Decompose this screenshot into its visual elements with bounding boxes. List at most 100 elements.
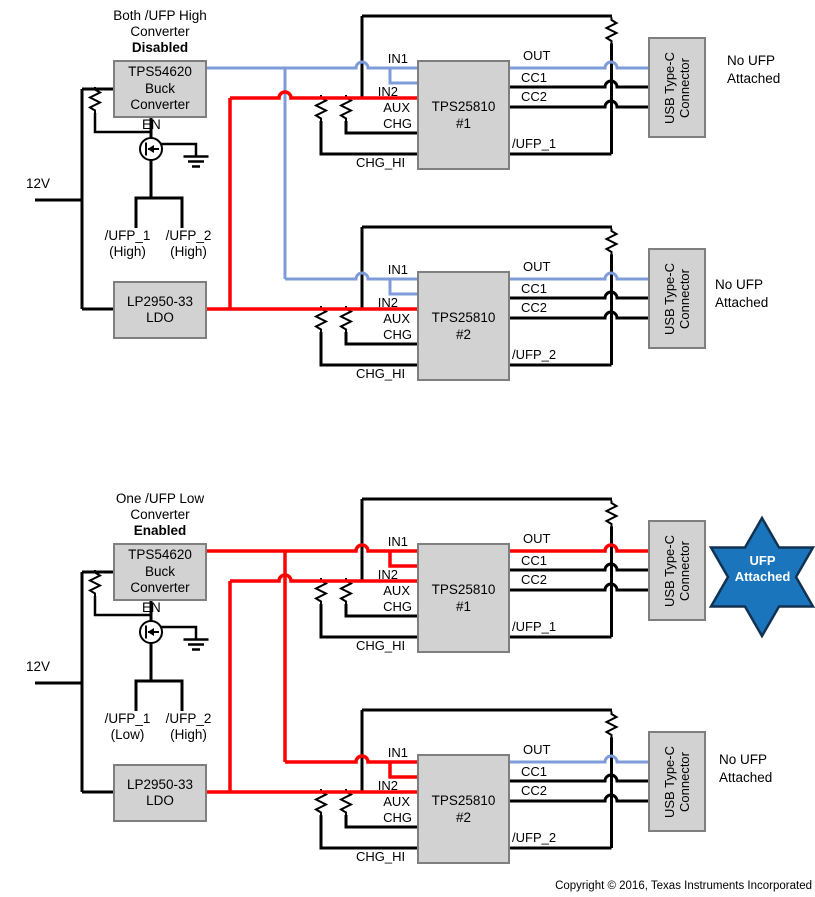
chip-label: #2 (455, 810, 472, 825)
supply-label-d1: 12V (26, 176, 51, 191)
pin-in2-d1u1: IN2 (377, 84, 398, 99)
chip-label: #1 (455, 599, 472, 614)
pin-ufp-d1u1: /UFP_1 (512, 136, 557, 151)
ldo-label: LP2950-33 (126, 293, 194, 309)
ufp-attached-star-label: UFP Attached (734, 553, 791, 584)
title-line-emphasis: Disabled (131, 40, 189, 55)
converter-label: Converter (130, 580, 190, 596)
supply-label-d2: 12V (26, 659, 51, 674)
usb-connector-label: USB Type-C Connector (662, 262, 693, 335)
usb-connector-label: USB Type-C Connector (662, 745, 693, 818)
pin-cc2-d1u2: CC2 (521, 300, 548, 315)
ufp2-state-label-d2: (High) (170, 727, 207, 742)
usb-connector-block-d2u2: USB Type-C Connector (648, 731, 706, 832)
pin-chg-d2u1: CHG (383, 599, 412, 614)
pin-chg-d1u2: CHG (383, 327, 412, 342)
diagram1-title: Both /UFP High Converter Disabled (90, 8, 230, 56)
status-text-d2u2: No UFP Attached (719, 752, 773, 785)
en-pin-label-d1: EN (142, 117, 161, 132)
pin-cc1-d1u1: CC1 (521, 70, 548, 85)
pin-chg-hi-d1u2: CHG_HI (356, 366, 406, 381)
pin-out-d1u1: OUT (523, 48, 551, 63)
pin-aux-d2u1: AUX (383, 583, 410, 598)
pin-in2-d1u2: IN2 (377, 295, 398, 310)
wire-in2-d1u1 (388, 68, 417, 85)
ldo-label: LDO (146, 793, 174, 808)
pin-cc2-d2u1: CC2 (521, 572, 548, 587)
chip-label: TPS25810 (431, 310, 496, 325)
pin-cc1-d2u1: CC1 (521, 553, 548, 568)
pin-cc1-d2u2: CC1 (521, 764, 548, 779)
pin-in2-d2u1: IN2 (377, 567, 398, 582)
d1-blue-wires (207, 60, 648, 296)
wire-in2-d2u1 (388, 551, 417, 568)
chip-label: #1 (455, 116, 472, 131)
pin-cc2-d1u1: CC2 (521, 89, 548, 104)
ufp1-state-label-d2: (Low) (110, 727, 145, 742)
title-line: One /UFP Low (115, 491, 205, 506)
wire-out-d1u2 (510, 271, 648, 281)
buck-converter-block-d1: TPS54620 Buck Converter (113, 60, 207, 118)
ufp2-signal-label-d2: /UFP_2 (165, 711, 212, 726)
usb-connector-block-d1u1: USB Type-C Connector (648, 37, 706, 138)
wire-aux-d2u1 (230, 573, 417, 583)
pin-out-d1u2: OUT (523, 259, 551, 274)
d2-red-wires (207, 543, 648, 794)
chip-label: TPS25810 (431, 793, 496, 808)
pin-chg-hi-d2u2: CHG_HI (356, 849, 406, 864)
converter-label: Converter (130, 97, 190, 113)
tps25810-block-d2u1: TPS25810 #1 (417, 543, 510, 653)
ufp2-signal-label-d1: /UFP_2 (165, 228, 212, 243)
pin-in1-d2u2: IN1 (387, 745, 408, 760)
pin-out-d2u2: OUT (523, 742, 551, 757)
ldo-block-d2: LP2950-33 LDO (113, 764, 207, 822)
pin-chg-d1u1: CHG (383, 116, 412, 131)
ufp-attached-star-icon (708, 515, 815, 639)
diagram2-title: One /UFP Low Converter Enabled (90, 491, 230, 539)
converter-label: Buck (144, 563, 175, 579)
pin-in2-d2u2: IN2 (377, 778, 398, 793)
d1-red-wires (207, 90, 417, 311)
pin-ufp-d1u2: /UFP_2 (512, 347, 557, 362)
tps25810-block-d2u2: TPS25810 #2 (417, 754, 510, 864)
ufp1-state-label-d1: (High) (109, 244, 146, 259)
title-line: Both /UFP High (113, 8, 207, 23)
pin-aux-d2u2: AUX (383, 794, 410, 809)
chip-label: TPS25810 (431, 582, 496, 597)
converter-label: TPS54620 (128, 64, 192, 80)
d2-blue-wires (510, 754, 648, 764)
converter-label: TPS54620 (128, 547, 192, 563)
converter-label: Buck (144, 80, 175, 96)
pin-cc2-d2u2: CC2 (521, 783, 548, 798)
wire-in2-d1u2 (388, 279, 417, 296)
wire-in1-d1u2 (285, 271, 417, 281)
pin-chg-hi-d2u1: CHG_HI (356, 638, 406, 653)
usb-connector-block-d1u2: USB Type-C Connector (648, 248, 706, 349)
ufp1-signal-label-d2: /UFP_1 (104, 711, 151, 726)
wire-in1-d2u1 (207, 543, 417, 553)
tps25810-block-d1u1: TPS25810 #1 (417, 60, 510, 170)
chip-label: TPS25810 (431, 99, 496, 114)
ufp1-signal-label-d1: /UFP_1 (104, 228, 151, 243)
chip-label: #2 (455, 327, 472, 342)
ldo-block-d1: LP2950-33 LDO (113, 281, 207, 339)
ldo-label: LP2950-33 (126, 776, 194, 792)
wire-aux-d1u1 (230, 90, 417, 100)
wire-in1-d1u1 (207, 60, 417, 70)
title-line-emphasis: Enabled (133, 523, 187, 538)
en-pin-label-d2: EN (142, 600, 161, 615)
pin-ufp-d2u1: /UFP_1 (512, 619, 557, 634)
ldo-label: LDO (146, 310, 174, 325)
wire-in1-d2u2 (285, 754, 417, 764)
pin-ufp-d2u2: /UFP_2 (512, 830, 557, 845)
wire-in2-d2u2 (388, 762, 417, 779)
title-line: Converter (130, 507, 190, 522)
power-section-top (35, 87, 209, 309)
pin-in1-d1u2: IN1 (387, 262, 408, 277)
power-section-bottom (35, 570, 209, 792)
usb-connector-label: USB Type-C Connector (662, 534, 693, 607)
tps25810-block-d1u2: TPS25810 #2 (417, 271, 510, 381)
wire-out-d2u2 (510, 754, 648, 764)
